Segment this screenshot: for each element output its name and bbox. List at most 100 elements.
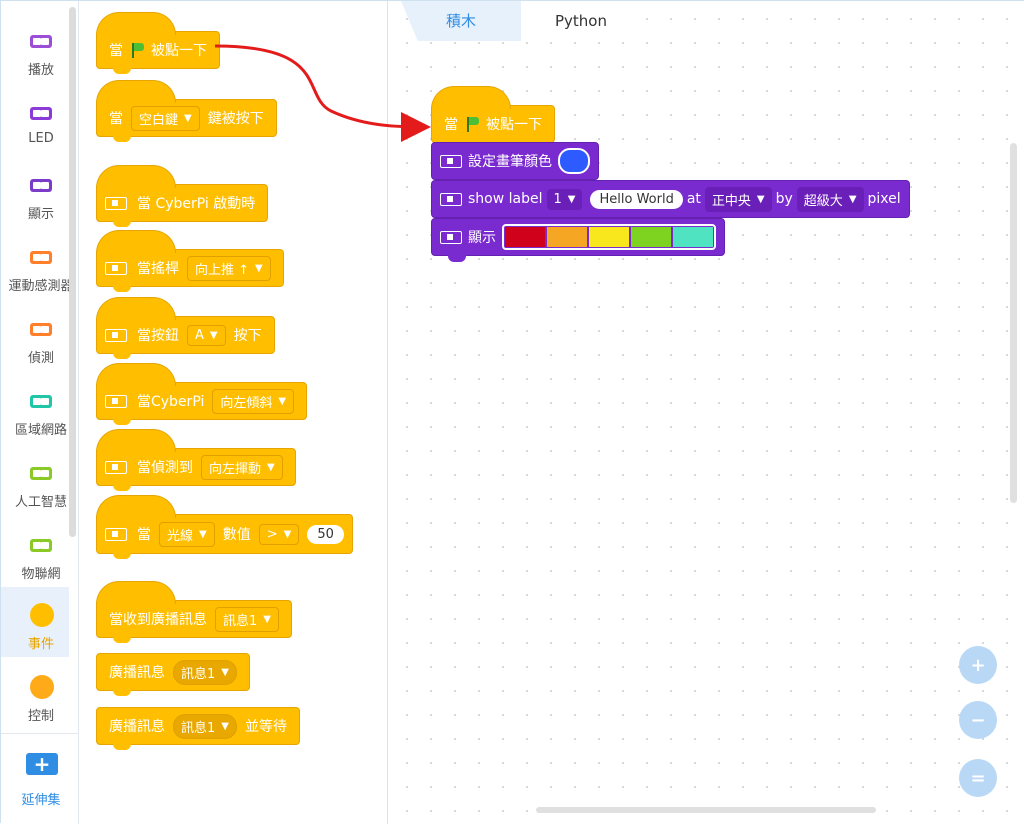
block-text: 當偵測到 <box>137 460 193 476</box>
category-item-3[interactable]: 運動感測器 <box>1 229 74 299</box>
block-text: 當收到廣播訊息 <box>109 612 207 628</box>
tab-python[interactable]: Python <box>521 1 641 41</box>
block-text: pixel <box>867 191 901 207</box>
block-text: 被點一下 <box>151 43 207 59</box>
category-label: 播放 <box>27 63 54 78</box>
label-text-input[interactable]: Hello World <box>590 189 683 209</box>
size-dropdown[interactable]: 超級大▼ <box>796 186 864 212</box>
when-cyberpi-starts-block[interactable]: 當 CyberPi 啟動時 <box>96 165 269 227</box>
category-item-0[interactable]: 播放 <box>1 13 69 83</box>
operator-dropdown[interactable]: >▼ <box>258 523 300 545</box>
color-swatch-strip[interactable] <box>502 224 716 250</box>
tilt-dropdown[interactable]: 向左傾斜▼ <box>212 388 295 414</box>
add-extension-icon: + <box>26 753 58 775</box>
zoom-reset-button[interactable]: = <box>959 759 997 797</box>
category-sidebar: 播放 LED 顯示運動感測器偵測區域網路人工智慧物聯網事件控制 + 延伸集 <box>1 1 79 824</box>
category-dot-icon <box>30 603 54 627</box>
cyberpi-icon <box>440 192 462 206</box>
cyberpi-icon <box>105 196 127 210</box>
when-flag-clicked-block[interactable]: 當 被點一下 <box>96 12 220 74</box>
category-label: 顯示 <box>27 207 54 222</box>
block-text: 當 CyberPi 啟動時 <box>137 196 256 212</box>
position-dropdown[interactable]: 正中央▼ <box>704 186 772 212</box>
category-label: 人工智慧 <box>14 495 67 510</box>
when-key-pressed-block[interactable]: 當 空白鍵▼ 鍵被按下 <box>96 80 277 142</box>
block-text: 並等待 <box>244 719 287 735</box>
category-item-7[interactable]: 物聯網 <box>1 517 69 587</box>
color-swatch[interactable] <box>631 227 671 247</box>
when-button-pressed-block[interactable]: 當按鈕 A▼ 按下 <box>96 297 275 359</box>
category-label: 偵測 <box>27 351 54 366</box>
block-text: 當 <box>444 117 458 133</box>
zoom-out-button[interactable]: − <box>959 701 997 739</box>
category-item-8[interactable]: 事件 <box>1 587 69 657</box>
cyberpi-icon <box>105 394 127 408</box>
color-swatch[interactable] <box>547 227 587 247</box>
cyberpi-icon <box>440 154 462 168</box>
category-item-4[interactable]: 偵測 <box>1 301 69 371</box>
block-text: 當CyberPi <box>137 394 205 410</box>
when-receive-broadcast-block[interactable]: 當收到廣播訊息 訊息1▼ <box>96 581 292 643</box>
block-text: show label <box>468 191 543 207</box>
category-item-6[interactable]: 人工智慧 <box>1 445 69 515</box>
color-swatch[interactable] <box>505 227 545 247</box>
category-label: 區域網路 <box>14 423 67 438</box>
broadcast-and-wait-block[interactable]: 廣播訊息 訊息1▼ 並等待 <box>96 707 300 750</box>
zoom-out-icon: − <box>970 709 986 731</box>
cyberpi-icon <box>440 230 462 244</box>
workspace-horizontal-scrollbar[interactable] <box>536 807 876 813</box>
key-dropdown[interactable]: 空白鍵▼ <box>131 105 200 131</box>
when-sensor-value-block[interactable]: 當 光線▼ 數值 >▼ 50 <box>96 495 353 559</box>
category-device-icon <box>30 35 52 48</box>
block-text: 當 <box>137 527 151 543</box>
threshold-input[interactable]: 50 <box>307 524 344 544</box>
wave-dropdown[interactable]: 向左揮動▼ <box>201 454 283 480</box>
when-joystick-block[interactable]: 當搖桿 向上推 ↑▼ <box>96 230 284 292</box>
category-item-5[interactable]: 區域網路 <box>1 373 69 443</box>
category-item-2[interactable]: 顯示 <box>1 157 69 227</box>
display-colors-block[interactable]: 顯示 <box>431 218 725 262</box>
cyberpi-icon <box>105 460 127 474</box>
message-dropdown[interactable]: 訊息1▼ <box>215 606 279 632</box>
zoom-in-button[interactable]: + <box>959 646 997 684</box>
category-label: 事件 <box>27 637 54 652</box>
label-number-dropdown[interactable]: 1▼ <box>546 188 583 210</box>
block-text: 按下 <box>233 328 262 344</box>
category-device-icon <box>30 107 52 120</box>
category-item-9[interactable]: 控制 <box>1 659 69 729</box>
extensions-label: 延伸集 <box>21 793 61 808</box>
cyberpi-icon <box>105 328 127 342</box>
category-scrollbar[interactable] <box>69 7 76 537</box>
color-swatch[interactable] <box>673 227 713 247</box>
cyberpi-icon <box>105 527 127 541</box>
tab-blocks[interactable]: 積木 <box>401 1 521 41</box>
broadcast-block[interactable]: 廣播訊息 訊息1▼ <box>96 653 250 696</box>
set-pen-color-block[interactable]: 設定畫筆顏色 <box>431 142 599 180</box>
block-text: 當搖桿 <box>137 261 179 277</box>
extensions-button[interactable]: + 延伸集 <box>1 733 78 825</box>
button-dropdown[interactable]: A▼ <box>187 324 226 346</box>
script-when-flag-clicked-block[interactable]: 當 被點一下 <box>431 86 555 143</box>
message-dropdown[interactable]: 訊息1▼ <box>173 659 237 685</box>
category-label: LED <box>28 131 54 146</box>
pen-color-picker[interactable] <box>558 148 590 174</box>
block-text: 廣播訊息 <box>109 719 165 735</box>
zoom-in-icon: + <box>970 654 986 676</box>
workspace-vertical-scrollbar[interactable] <box>1010 143 1017 503</box>
category-item-1[interactable]: LED <box>1 85 69 155</box>
show-label-block[interactable]: show label 1▼ Hello World at 正中央▼ by 超級大… <box>431 180 910 218</box>
joystick-direction-dropdown[interactable]: 向上推 ↑▼ <box>187 255 271 281</box>
color-swatch[interactable] <box>589 227 629 247</box>
block-text: 鍵被按下 <box>207 111 264 127</box>
sensor-dropdown[interactable]: 光線▼ <box>159 521 215 547</box>
when-cyberpi-tilts-block[interactable]: 當CyberPi 向左傾斜▼ <box>96 363 308 425</box>
block-text: 當 <box>109 43 123 59</box>
category-device-icon <box>30 179 52 192</box>
category-label: 物聯網 <box>21 567 61 582</box>
message-dropdown[interactable]: 訊息1▼ <box>173 713 237 739</box>
category-device-icon <box>30 251 52 264</box>
zoom-reset-icon: = <box>970 767 986 789</box>
category-device-icon <box>30 323 52 336</box>
when-wave-detected-block[interactable]: 當偵測到 向左揮動▼ <box>96 429 296 491</box>
